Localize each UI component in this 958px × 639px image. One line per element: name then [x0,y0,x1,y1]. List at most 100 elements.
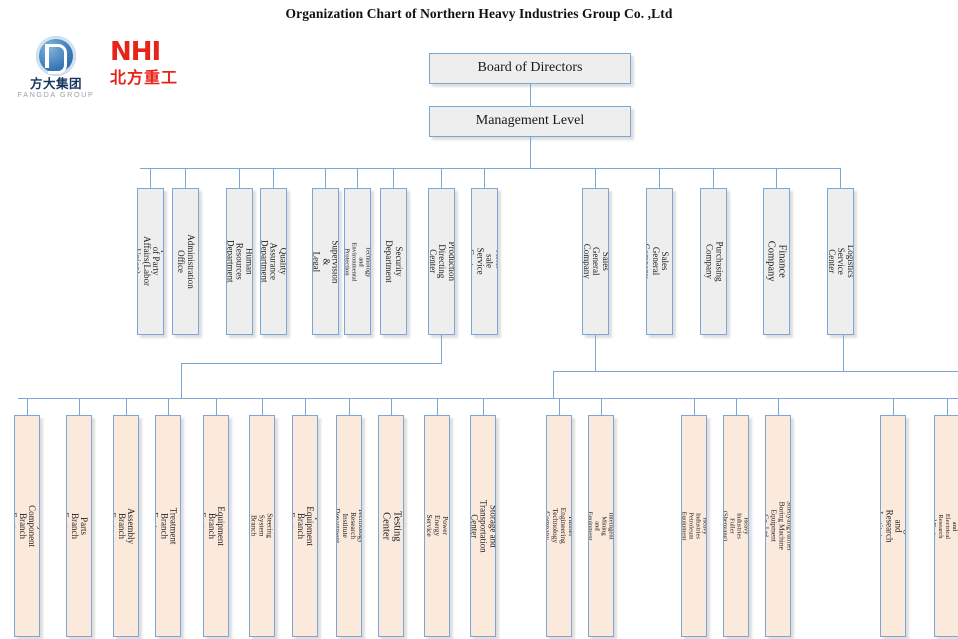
node-label: Bulk Equipment Branch Factory [203,506,229,546]
node-label: Administration Office [176,234,197,289]
connector-level2-left-2 [239,168,240,188]
connector-management-down [530,137,531,168]
node-label: Tunnel Engineering Technology Company [546,507,572,545]
node-special-equipment-branch-factory[interactable]: Special Equipment Branch Factory [292,415,318,637]
node-shenyang-mechanical-and-electrical-research-and-desi[interactable]: Shenyang Mechanical and Electrical Resea… [934,415,958,637]
node-safety-technology-and-environmental-protection-depar[interactable]: Safety Technology and Environmental Prot… [344,188,371,335]
connector-level2-left-8 [484,168,485,188]
connector-level3-prod-6 [305,398,306,415]
node-purchasing-company[interactable]: Purchasing Company [700,188,727,335]
node-label: Human Resources Department [226,240,253,283]
node-sales-general-company[interactable]: Sales General Company [582,188,609,335]
connector-level2-left-4 [325,168,326,188]
fangda-logo-cn-text: 方大集团 [29,76,82,91]
node-label: Storage and Transportation Center [470,499,496,553]
node-label: Department of Party Affairs(Labor Union) [137,236,164,287]
connector-board-to-management [530,84,531,106]
node-label: Testing Center [380,510,403,542]
node-design-and-research-institute[interactable]: Design and Research Institute [880,415,906,637]
connector-level3-bus [18,398,958,399]
node-production-directing-center[interactable]: Production Directing Center [428,188,455,335]
connector-level2-right-0 [595,168,596,188]
node-logistics-service-center[interactable]: Logistics Service Center [827,188,854,335]
page-title: Organization Chart of Northern Heavy Ind… [285,6,673,21]
connector-production-down [441,335,442,364]
connector-level2-bus [140,168,840,169]
connector-level3-res-0 [893,398,894,415]
connector-production-drop [181,363,182,399]
node-label: Shenyang Mechanical and Electrical Resea… [934,511,958,542]
node-label: Quality Assurance Department [260,240,287,283]
node-shenyangtunnel-boring-machine-equipment-co-ltd[interactable]: ShenyangTunnel Boring Machine Equipment … [765,415,791,637]
connector-level3-prod-1 [79,398,80,415]
node-audit-supervision-legal-department[interactable]: Audit, Supervision & Legal Department [312,188,339,335]
node-label: Heat Treatment Branch Factory [155,507,181,545]
node-after-sale-service-center[interactable]: After-sale Service Center [471,188,498,335]
node-label: Automobile Steering System Branch Factor… [249,508,275,543]
node-label: After-sale Service Center [471,248,497,276]
nhi-logo: NHI 北方重工 [110,38,204,96]
fangda-logo-en-text: FANGDA GROUP [17,90,95,99]
connector-level3-prod-10 [483,398,484,415]
connector-level2-left-5 [357,168,358,188]
node-heat-treatment-branch-factory[interactable]: Heat Treatment Branch Factory [155,415,181,637]
node-storage-and-transportation-center[interactable]: Storage and Transportation Center [470,415,496,637]
connector-level2-left-7 [441,168,442,188]
node-label: Northern Heavy Industries Fuller (Shenya… [723,510,749,542]
node-label: Structural Parts Branch Factory [66,508,92,544]
connector-level3-prod-9 [437,398,438,415]
node-northern-heavy-industries-fuller-shenyang-miningco-l[interactable]: Northern Heavy Industries Fuller (Shenya… [723,415,749,637]
connector-level3-sales-0 [559,398,560,415]
node-label: Special Equipment Branch Factory [292,506,318,546]
fangda-emblem-icon [36,36,76,76]
node-quality-assurance-department[interactable]: Quality Assurance Department [260,188,287,335]
connector-level3-prod-5 [262,398,263,415]
connector-level2-right-2 [713,168,714,188]
node-label: ShenyangTunnel Boring Machine Equipment … [765,501,791,551]
connector-level2-right-4 [840,168,841,188]
connector-level2-right-1 [659,168,660,188]
node-administration-office[interactable]: Administration Office [172,188,199,335]
node-label: Finance Company [765,241,788,282]
node-label: Purchasing Company [704,241,725,282]
node-international-sales-general-company[interactable]: International Sales General Company [646,188,673,335]
node-label: Design and Research Institute [880,509,906,543]
node-testing-center[interactable]: Testing Center [378,415,404,637]
connector-level3-sub-2 [778,398,779,415]
connector-level3-prod-3 [168,398,169,415]
node-state-key-laboratory-of-intelligent-mining-and-equip[interactable]: State Key Laboratory of Intelligent Mini… [588,415,614,637]
node-technology-research-institute-department[interactable]: Technology Research Institute Department [336,415,362,637]
node-bulk-equipment-branch-factory[interactable]: Bulk Equipment Branch Factory [203,415,229,637]
connector-level3-prod-8 [391,398,392,415]
connector-level3-prod-0 [27,398,28,415]
node-department-of-party-affairs-labor-union[interactable]: Department of Party Affairs(Labor Union) [137,188,164,335]
node-label: International Sales General Company [646,238,673,285]
connector-level3-prod-7 [349,398,350,415]
node-human-resources-department[interactable]: Human Resources Department [226,188,253,335]
node-label: State Key Laboratory of Intelligent Mini… [588,511,614,541]
connector-level3-sales-1 [601,398,602,415]
connector-logistics-down [843,335,844,371]
node-northern-heavy-industries-petroleum-equipment-co-ltd[interactable]: Northern Heavy Industries Petroleum Equi… [681,415,707,637]
node-security-department[interactable]: Security Department [380,188,407,335]
node-automobile-steering-system-branch-factory[interactable]: Automobile Steering System Branch Factor… [249,415,275,637]
node-label: Logistics Service Center [827,245,854,278]
node-general-assembly-branch-factory[interactable]: General Assembly Branch Factory [113,415,139,637]
node-label: Equipment Power Energy Service Departmen… [424,508,450,544]
connector-sales-right [553,371,958,372]
node-finance-company[interactable]: Finance Company [763,188,790,335]
node-management-level[interactable]: Management Level [429,106,631,137]
node-label: Safety Technology and Environmental Prot… [344,241,371,282]
connector-level3-sub-0 [694,398,695,415]
node-label: General Assembly Branch Factory [113,508,139,544]
connector-level2-left-1 [185,168,186,188]
node-major-component-branch-factory[interactable]: Major Component Branch Factory [14,415,40,637]
nhi-logo-cn-text: 北方重工 [110,68,179,87]
node-board-of-directors[interactable]: Board of Directors [429,53,631,84]
nhi-logo-en-text: NHI [110,37,161,67]
connector-level2-left-3 [273,168,274,188]
node-structural-parts-branch-factory[interactable]: Structural Parts Branch Factory [66,415,92,637]
node-tunnel-engineering-technology-company[interactable]: Tunnel Engineering Technology Company [546,415,572,637]
node-equipment-power-energy-service-department[interactable]: Equipment Power Energy Service Departmen… [424,415,450,637]
